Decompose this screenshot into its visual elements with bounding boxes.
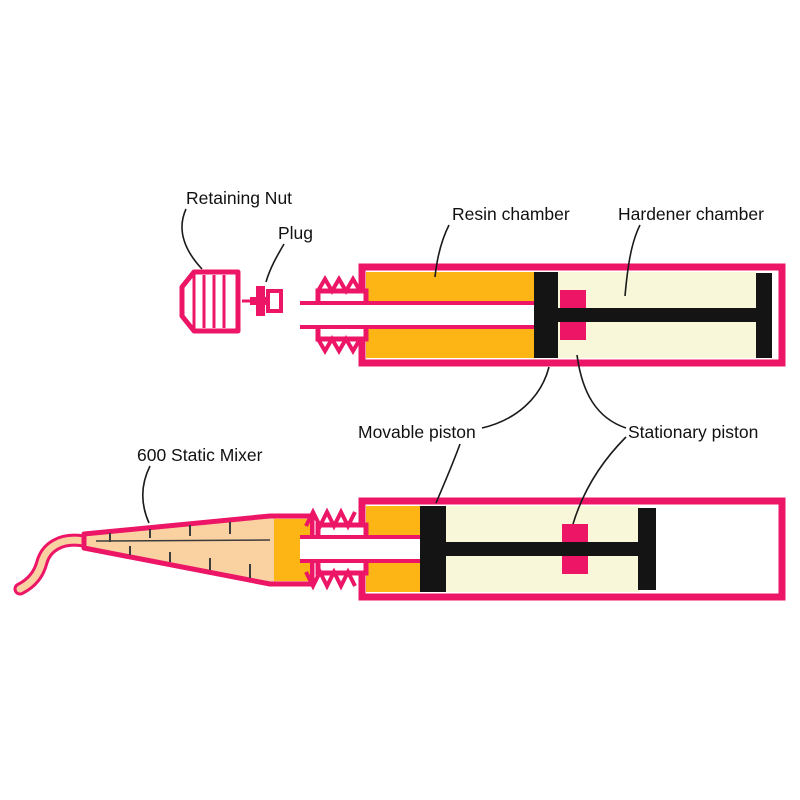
top-center-tube [300, 304, 534, 326]
retaining-nut [179, 269, 241, 334]
top-plunger-end-cap [756, 273, 772, 358]
mixer-center-line [95, 539, 271, 542]
label-resin-chamber: Resin chamber [452, 204, 570, 224]
top-plunger-rod [546, 308, 762, 322]
bottom-stationary-piston-lower [562, 556, 588, 574]
plug [242, 286, 283, 316]
leader-static-mixer [141, 465, 151, 524]
text-labels: Retaining Nut Plug Resin chamber Hardene… [137, 188, 764, 465]
leader-movable-piston-up [481, 366, 550, 429]
top-stationary-piston-upper [560, 290, 586, 308]
mixing-elements [109, 522, 251, 578]
label-retaining-nut: Retaining Nut [186, 188, 292, 208]
static-mixer [81, 513, 315, 587]
leader-hardener-chamber [624, 224, 641, 297]
label-movable-piston: Movable piston [358, 422, 476, 442]
leader-movable-piston-down [435, 443, 461, 504]
leader-retaining-nut [181, 208, 203, 270]
bottom-nut-thread-lower [304, 567, 357, 591]
label-static-mixer: 600 Static Mixer [137, 445, 263, 465]
bottom-stationary-piston-upper [562, 524, 588, 542]
plug-body [266, 289, 283, 313]
leader-resin-chamber [434, 224, 450, 278]
label-stationary-piston: Stationary piston [628, 422, 758, 442]
top-thread-marks-lower [316, 335, 362, 355]
label-hardener-chamber: Hardener chamber [618, 204, 764, 224]
bottom-plunger-end-cap [638, 508, 656, 590]
drip-fill [16, 536, 88, 593]
label-plug: Plug [278, 223, 313, 243]
leader-plug [265, 243, 285, 283]
bottom-nut-thread-upper [304, 507, 357, 531]
top-stationary-piston-lower [560, 322, 586, 340]
bottom-center-tube [300, 538, 420, 560]
leader-lines [141, 208, 641, 525]
leader-stationary-piston-up [576, 354, 627, 429]
retaining-nut-body [179, 269, 241, 334]
top-syringe [300, 263, 786, 367]
bottom-plunger-rod [440, 542, 642, 556]
plug-cross-bar [250, 297, 274, 305]
top-thread-marks-upper [316, 275, 362, 295]
leader-stationary-piston-down [572, 436, 627, 525]
bottom-syringe [13, 497, 786, 601]
